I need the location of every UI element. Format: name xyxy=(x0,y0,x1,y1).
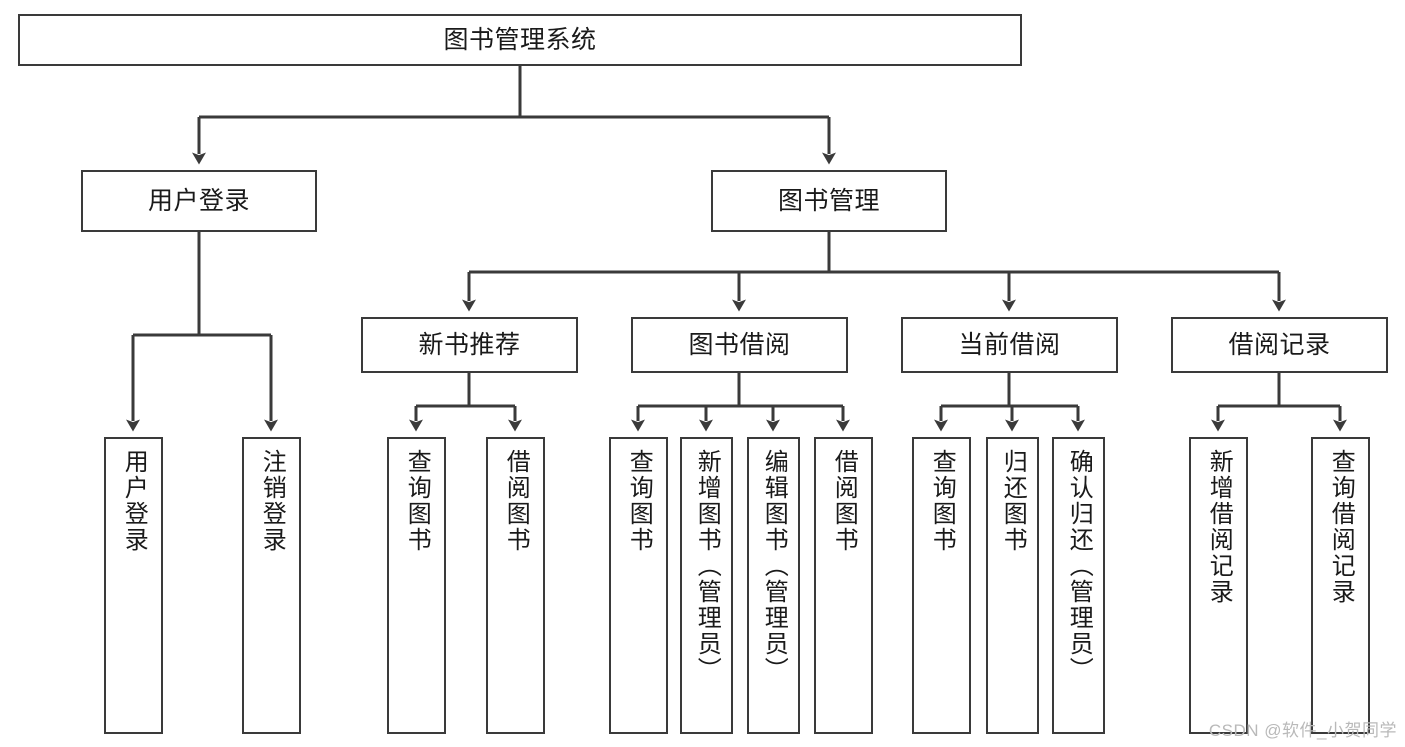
node-l2-用户登录-0[interactable]: 用户登录 xyxy=(81,170,317,232)
node-leaf-查询图书-8[interactable]: 查询图书 xyxy=(912,437,971,734)
node-leaf-借阅图书-7[interactable]: 借阅图书 xyxy=(814,437,873,734)
node-l3-label: 借阅记录 xyxy=(1228,330,1331,359)
node-leaf-借阅图书-3[interactable]: 借阅图书 xyxy=(486,437,545,734)
node-leaf-查询借阅记录-12[interactable]: 查询借阅记录 xyxy=(1311,437,1370,734)
node-l3-label: 新书推荐 xyxy=(418,330,521,359)
node-leaf-label: 新增图书（管理员） xyxy=(693,449,721,683)
node-leaf-label: 借阅图书 xyxy=(502,449,530,553)
node-leaf-label: 用户登录 xyxy=(120,449,148,553)
node-leaf-label: 查询图书 xyxy=(625,449,653,553)
node-l3-label: 图书借阅 xyxy=(688,330,791,359)
node-leaf-新增借阅记录-11[interactable]: 新增借阅记录 xyxy=(1189,437,1248,734)
node-l2-label: 图书管理 xyxy=(777,186,880,215)
node-l3-图书借阅-1[interactable]: 图书借阅 xyxy=(631,317,848,373)
node-leaf-查询图书-2[interactable]: 查询图书 xyxy=(387,437,446,734)
node-l3-借阅记录-3[interactable]: 借阅记录 xyxy=(1171,317,1388,373)
node-leaf-查询图书-4[interactable]: 查询图书 xyxy=(609,437,668,734)
node-l2-label: 用户登录 xyxy=(147,186,250,215)
node-leaf-label: 注销登录 xyxy=(258,449,286,553)
node-leaf-注销登录-1[interactable]: 注销登录 xyxy=(242,437,301,734)
node-l3-当前借阅-2[interactable]: 当前借阅 xyxy=(901,317,1118,373)
node-leaf-用户登录-0[interactable]: 用户登录 xyxy=(104,437,163,734)
node-l2-图书管理-1[interactable]: 图书管理 xyxy=(711,170,947,232)
node-leaf-label: 查询图书 xyxy=(403,449,431,553)
node-leaf-编辑图书管理员-6[interactable]: 编辑图书（管理员） xyxy=(747,437,800,734)
node-leaf-确认归还管理员-10[interactable]: 确认归还（管理员） xyxy=(1052,437,1105,734)
node-leaf-label: 借阅图书 xyxy=(830,449,858,553)
node-leaf-label: 查询图书 xyxy=(928,449,956,553)
node-leaf-label: 确认归还（管理员） xyxy=(1065,449,1093,683)
node-l3-label: 当前借阅 xyxy=(958,330,1061,359)
node-root-label: 图书管理系统 xyxy=(443,25,597,54)
node-leaf-label: 归还图书 xyxy=(999,449,1027,553)
node-leaf-新增图书管理员-5[interactable]: 新增图书（管理员） xyxy=(680,437,733,734)
node-leaf-label: 查询借阅记录 xyxy=(1327,449,1355,605)
node-leaf-label: 新增借阅记录 xyxy=(1205,449,1233,605)
node-leaf-归还图书-9[interactable]: 归还图书 xyxy=(986,437,1039,734)
node-root[interactable]: 图书管理系统 xyxy=(18,14,1022,66)
node-leaf-label: 编辑图书（管理员） xyxy=(760,449,788,683)
node-l3-新书推荐-0[interactable]: 新书推荐 xyxy=(361,317,578,373)
